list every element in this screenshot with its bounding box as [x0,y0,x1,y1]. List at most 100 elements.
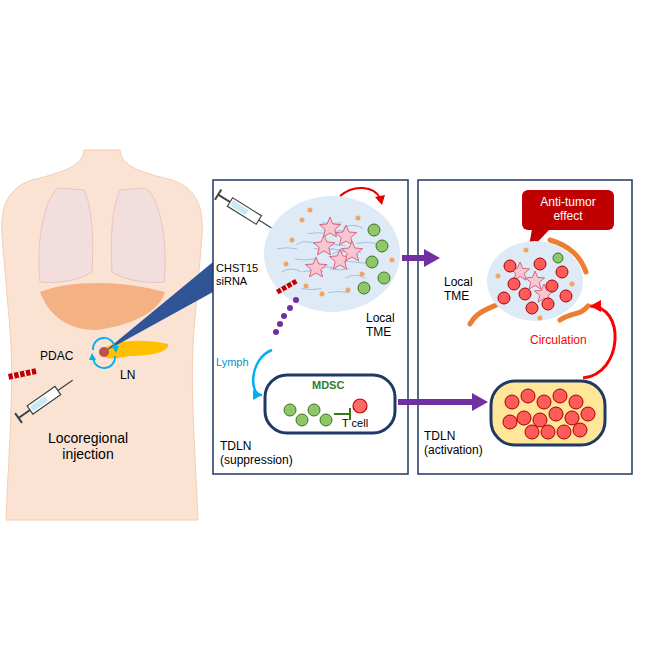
illustration-part [286,285,289,289]
illustration-part [58,380,73,390]
t-cell [519,288,531,300]
arrow-head [590,300,601,312]
fiber [277,248,297,249]
illustration-part [276,279,298,294]
fiber [329,292,349,293]
particle [524,248,529,253]
illustration-part [230,201,248,216]
lymph-node-outline [491,381,605,445]
t-cell [533,413,547,427]
mdsc-cell [308,404,320,416]
illustration-part [291,282,294,286]
particle [346,288,351,293]
illustration-part [30,396,48,411]
t-cell [569,395,583,409]
tumor-cell [314,235,335,255]
arrow-head [472,393,488,411]
lymph-node-outline [265,375,395,433]
node-caption: TDLN (activation) [424,430,488,458]
lung [39,188,93,283]
lung [111,188,165,283]
circular-arrow-head [89,353,96,360]
particle [320,292,325,297]
t-cell [508,278,520,290]
particle-chain [281,313,287,319]
lymph-node: MDSCT cellTDLN (suppression) [262,372,398,436]
inhibition-line [334,413,350,415]
arrow-head [424,249,440,267]
t-cell [565,411,579,425]
sirna-strand [8,368,37,380]
illustration-part [215,189,221,199]
t-cell [526,302,538,314]
lymph-node: TDLN (activation) [488,378,608,448]
sirna-strand [276,279,298,294]
illustration-part [25,370,26,376]
t-cell [553,389,567,403]
t-cell [505,395,519,409]
panel-frame [213,180,408,474]
circular-arrow [93,338,115,350]
particle [356,216,361,221]
illustration-part [30,369,31,375]
edge-label: Lymph [214,356,251,369]
t-cell [503,415,517,429]
tumor-cell [336,225,357,245]
connector [398,393,488,411]
tumor-cell [320,217,341,237]
connector [402,249,440,267]
t-cell [557,425,571,439]
particle [304,284,309,289]
t-cell [534,258,546,270]
t-cell [537,395,551,409]
t-cell [498,292,510,304]
particle [570,282,575,287]
fiber [357,242,377,243]
t-cell [353,399,367,413]
callout-box: Anti-tumor effect [522,190,614,230]
body-silhouette [2,150,203,520]
t-cell [525,425,539,439]
fiber [301,289,321,290]
illustration-part [19,410,30,418]
edge-label: Circulation [528,334,589,348]
recruit-arrow-head [375,195,385,205]
illustration-part [8,368,37,380]
particle [496,274,501,279]
illustration-part [218,195,230,202]
region-label: Local TME [444,276,484,304]
zoom-wedge [104,262,213,352]
particle-chain [293,297,299,303]
fiber [282,269,302,272]
recruit-arrow [340,188,380,198]
illustration-part [27,386,61,414]
particle-chain [287,305,293,311]
tumor-microenvironment: Local TME [440,236,590,326]
tumor-cell [342,241,363,261]
t-cell [549,407,563,421]
syringe [15,375,76,423]
region-label: Local TME [366,312,404,340]
t-cell [573,423,587,437]
t-cell [546,280,558,292]
particle-chain [273,329,279,335]
mdsc-cell [378,272,390,284]
agent-label: CHST15 siRNA [216,262,264,287]
callout-text: Anti-tumor effect [536,196,600,224]
panel-frame [418,180,632,474]
node-shape [488,378,608,448]
t-cell [560,290,572,302]
particle [538,316,543,321]
cell-label: MDSC [312,379,344,392]
particle [308,208,313,213]
fiber [295,259,315,260]
particle [290,238,295,243]
t-cell [521,389,535,403]
connector-line [398,399,477,405]
t-cell [542,298,554,310]
illustration-part [227,198,261,224]
mdsc-cell [376,240,388,252]
stroma [264,196,400,312]
